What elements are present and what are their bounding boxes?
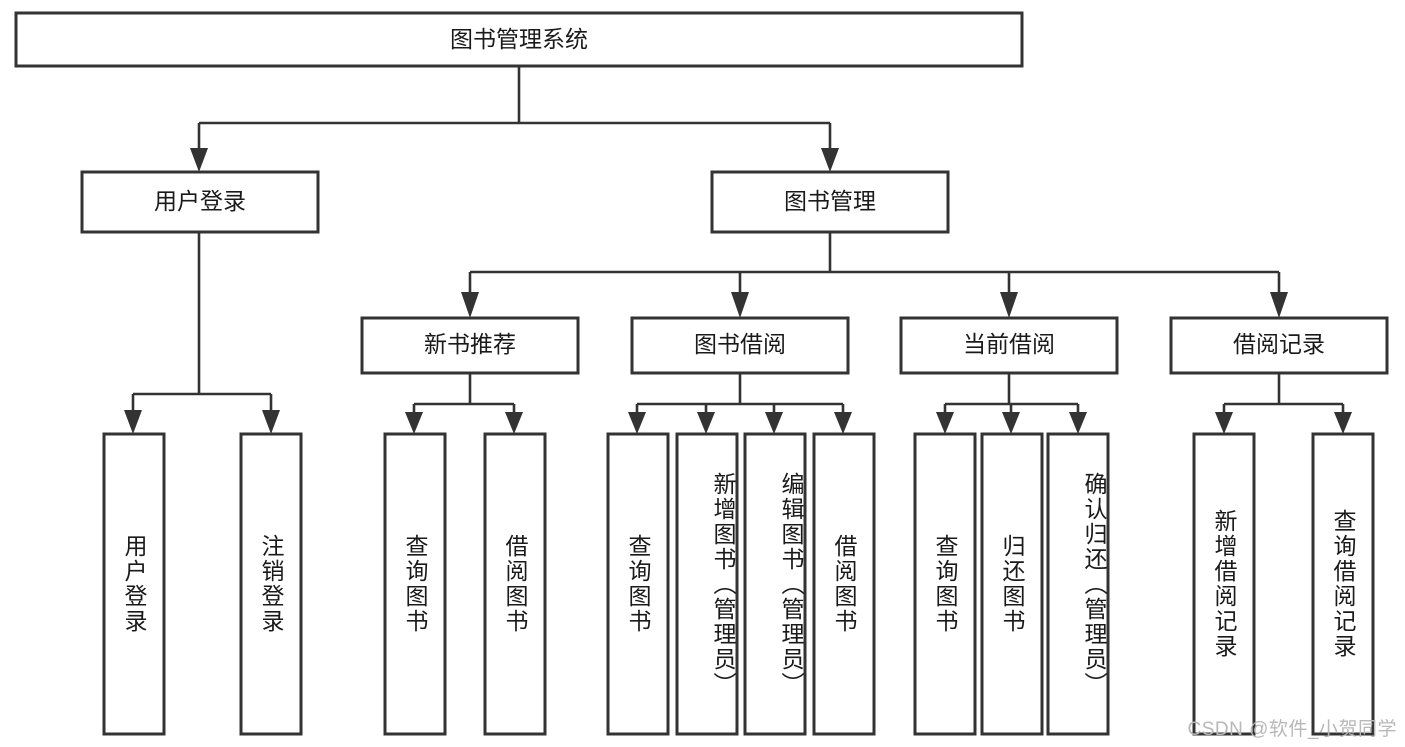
node-leaf-query-record[interactable] (1311, 432, 1375, 736)
node-leaf-add-book[interactable] (675, 432, 739, 736)
arrow-leaf-borrow-book-1 (505, 412, 523, 434)
node-new-book-recommend-label: 新书推荐 (424, 331, 516, 357)
arrow-current-borrow (1000, 292, 1018, 318)
node-user-login[interactable] (80, 170, 320, 234)
arrow-leaf-query-book-3 (936, 412, 954, 434)
node-group: 图书管理系统 用户登录 图书管理 新书推荐 图书借阅 当前借阅 借阅记录 (14, 11, 1389, 736)
node-leaf-add-record[interactable] (1192, 432, 1256, 736)
node-book-borrow[interactable] (630, 316, 850, 375)
node-user-login-label: 用户登录 (154, 188, 246, 214)
arrow-leaf-borrow-book-2 (834, 412, 852, 434)
node-leaf-return-book[interactable] (980, 432, 1044, 736)
arrow-book-manage (821, 148, 839, 172)
arrow-leaf-logout-login (262, 410, 280, 434)
arrow-borrow-record (1270, 292, 1288, 318)
arrow-leaf-query-record (1334, 412, 1352, 434)
arrow-leaf-return-book (1002, 412, 1020, 434)
node-new-book-recommend[interactable] (360, 316, 580, 375)
node-leaf-confirm-return[interactable] (1046, 432, 1110, 736)
connector-group (124, 66, 1352, 434)
node-book-manage[interactable] (710, 170, 950, 234)
arrow-leaf-add-book (697, 412, 715, 434)
arrow-user-login (190, 148, 208, 172)
node-borrow-record[interactable] (1169, 316, 1389, 375)
node-current-borrow-label: 当前借阅 (963, 331, 1055, 357)
arrow-book-borrow (731, 292, 749, 318)
arrow-leaf-add-record (1215, 412, 1233, 434)
node-book-manage-label: 图书管理 (784, 188, 876, 214)
arrow-leaf-edit-book (765, 412, 783, 434)
node-book-borrow-label: 图书借阅 (694, 331, 786, 357)
node-leaf-logout-login[interactable] (239, 432, 303, 736)
node-leaf-query-book-1[interactable] (383, 432, 447, 736)
arrow-new-book-recommend (461, 292, 479, 318)
node-current-borrow[interactable] (899, 316, 1119, 375)
node-leaf-edit-book[interactable] (743, 432, 807, 736)
node-borrow-record-label: 借阅记录 (1233, 331, 1325, 357)
node-leaf-query-book-3[interactable] (913, 432, 977, 736)
arrow-leaf-confirm-return (1069, 412, 1087, 434)
node-root[interactable] (14, 11, 1024, 68)
arrow-leaf-query-book-1 (405, 412, 423, 434)
node-leaf-borrow-book-2[interactable] (812, 432, 876, 736)
node-leaf-borrow-book-1[interactable] (483, 432, 547, 736)
node-leaf-user-login[interactable] (102, 432, 166, 736)
arrow-leaf-user-login (124, 410, 142, 434)
watermark-text: CSDN @软件_小贺同学 (1187, 719, 1397, 740)
node-root-label: 图书管理系统 (450, 26, 588, 52)
node-leaf-query-book-2[interactable] (606, 432, 670, 736)
arrow-leaf-query-book-2 (628, 412, 646, 434)
